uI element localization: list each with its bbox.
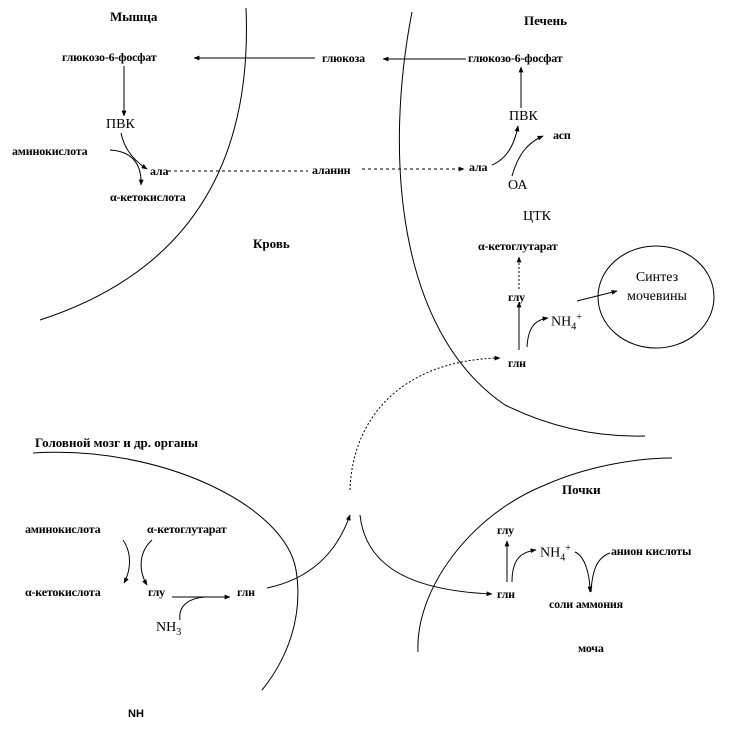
arrow-liver-ala-to-pvk	[491, 125, 520, 166]
brain-boundary	[32, 451, 299, 691]
brain-keto-acid: α-кетокислота	[25, 585, 101, 599]
region-label-kidney: Почки	[562, 482, 601, 497]
kidney-glu: глу	[497, 523, 514, 537]
muscle-pvk: ПВК	[106, 117, 135, 132]
arrow-nh4-to-urea	[576, 289, 618, 302]
blood-alanine: аланин	[312, 163, 351, 177]
arrow-brain-gln-to-blood	[266, 514, 351, 589]
liver-tca: ЦТК	[523, 209, 551, 224]
region-label-brain: Головной мозг и др. органы	[35, 435, 199, 450]
urea-synthesis-line2: мочевины	[627, 289, 687, 304]
muscle-keto-acid: α-кетокислота	[110, 190, 186, 204]
liver-gln: глн	[508, 356, 526, 370]
arrow-kidney-nh4-to-salts	[574, 551, 593, 593]
footer-nh: NH	[128, 708, 144, 720]
kidney-nh4: NH4+	[540, 543, 571, 564]
kidney-ammonium-salts: соли аммония	[549, 597, 623, 611]
brain-glu: глу	[148, 585, 165, 599]
region-label-muscle: Мышца	[110, 9, 158, 24]
brain-ketoglutarate: α-кетоглутарат	[147, 522, 227, 536]
region-label-liver: Печень	[524, 13, 568, 28]
brain-nh3: NH3	[156, 620, 182, 638]
muscle-ala: ала	[150, 164, 169, 178]
liver-ala: ала	[469, 160, 488, 174]
kidney-urine: моча	[578, 641, 604, 655]
kidney-boundary	[417, 457, 673, 653]
arrow-kidney-anion-to-salts	[590, 552, 611, 593]
liver-ketoglutarate: α-кетоглутарат	[478, 239, 558, 253]
arrow-brain-ketoglutarate-to-glu	[140, 539, 153, 586]
liver-glu: глу	[508, 290, 525, 304]
urea-synthesis-line1: Синтез	[635, 270, 679, 285]
arrow-brain-nh3-to-gln	[179, 596, 206, 621]
kidney-gln: глн	[497, 587, 515, 601]
liver-boundary	[398, 11, 646, 437]
liver-oa: ОА	[508, 178, 528, 193]
brain-amino-acid: аминокислота	[25, 522, 101, 536]
kidney-anion: анион кислоты	[611, 544, 692, 558]
liver-g6p: глюкозо-6-фосфат	[468, 51, 563, 65]
arrow-muscle-aa-to-keto	[109, 149, 144, 186]
arrow-liver-oa-to-asp	[511, 135, 544, 177]
brain-gln: глн	[237, 585, 255, 599]
region-label-blood: Кровь	[253, 236, 290, 251]
muscle-boundary	[39, 7, 247, 321]
arrow-muscle-pvk-to-ala	[120, 132, 148, 170]
muscle-amino-acid: аминокислота	[12, 144, 88, 158]
muscle-g6p: глюкозо-6-фосфат	[62, 50, 157, 64]
liver-pvk: ПВК	[509, 109, 538, 124]
arrow-blood-to-liver-gln	[349, 355, 501, 491]
liver-nh4: NH4+	[551, 312, 582, 333]
arrow-blood-to-kidney-gln	[359, 514, 493, 597]
arrow-brain-aa-to-keto	[122, 539, 130, 584]
arrow-liver-gln-to-nh4	[526, 316, 549, 348]
liver-asp: асп	[553, 128, 571, 142]
blood-glucose: глюкоза	[322, 51, 365, 65]
arrow-kidney-gln-to-nh4	[511, 548, 537, 583]
urea-synthesis-circle	[597, 245, 715, 349]
